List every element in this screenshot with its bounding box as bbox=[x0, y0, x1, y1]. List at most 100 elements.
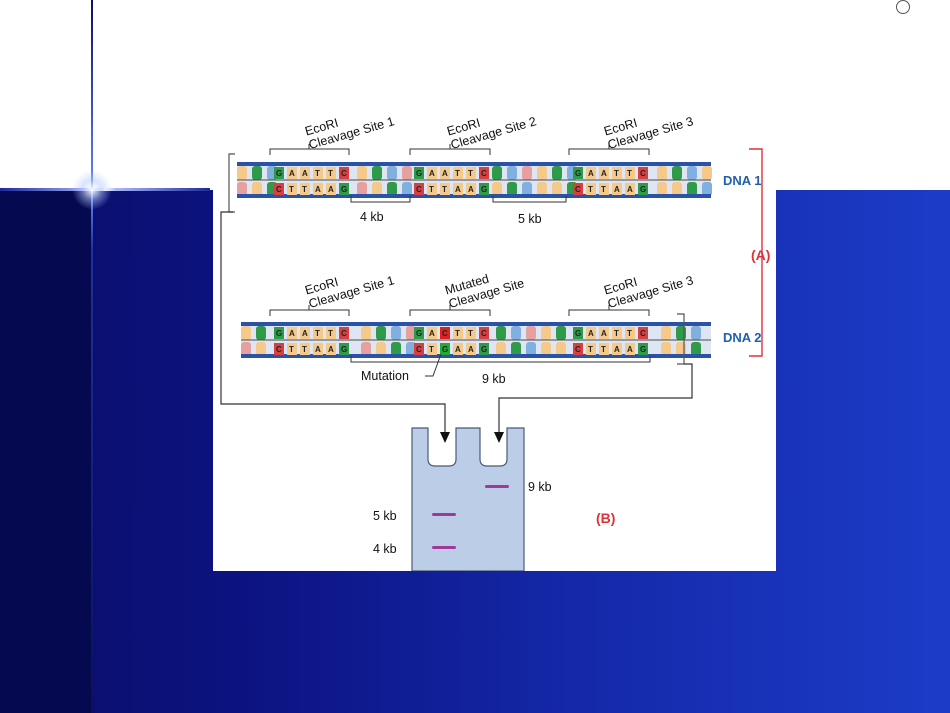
base-letter: C bbox=[416, 185, 422, 194]
base-tile bbox=[274, 167, 284, 179]
dna-segment bbox=[661, 342, 671, 356]
base-letter: G bbox=[276, 169, 282, 178]
dna-segment bbox=[552, 166, 562, 180]
slide-marker-circle bbox=[896, 0, 910, 14]
base-letter: A bbox=[455, 345, 461, 354]
base-tile bbox=[427, 183, 437, 195]
base-letter: G bbox=[416, 329, 422, 338]
gel-label-5kb: 5 kb bbox=[373, 509, 397, 523]
base-tile bbox=[414, 183, 424, 195]
base-tile bbox=[339, 343, 349, 355]
base-tile bbox=[453, 167, 463, 179]
dna-segment bbox=[537, 182, 547, 196]
dna-segment bbox=[511, 326, 521, 340]
base-tile bbox=[287, 183, 297, 195]
dna2-segments bbox=[241, 326, 701, 356]
dna-segment bbox=[387, 182, 397, 196]
base-tile bbox=[427, 167, 437, 179]
dna-segment bbox=[702, 166, 712, 180]
dna-segment bbox=[511, 342, 521, 356]
base-letter: A bbox=[315, 185, 321, 194]
base-tile bbox=[453, 183, 463, 195]
dna-segment bbox=[492, 166, 502, 180]
base-letter: C bbox=[276, 185, 282, 194]
base-tile bbox=[300, 343, 310, 355]
base-letter: T bbox=[429, 185, 434, 194]
part-a-label: (A) bbox=[751, 247, 770, 263]
base-tile bbox=[440, 167, 450, 179]
dna-segment bbox=[372, 182, 382, 196]
base-letter: G bbox=[575, 329, 581, 338]
base-tile bbox=[274, 183, 284, 195]
base-letter: T bbox=[601, 185, 606, 194]
dna1-4kb-label: 4 kb bbox=[360, 210, 384, 224]
dna1-left-bracket bbox=[228, 153, 235, 213]
dna-segment bbox=[406, 326, 416, 340]
base-tile bbox=[466, 327, 476, 339]
dna-segment bbox=[507, 166, 517, 180]
base-tile bbox=[479, 327, 489, 339]
base-tile bbox=[326, 327, 336, 339]
base-tile bbox=[599, 167, 609, 179]
dna-segment bbox=[256, 342, 266, 356]
base-letter: C bbox=[341, 169, 347, 178]
base-letter: C bbox=[481, 169, 487, 178]
dna2-9kb-label: 9 kb bbox=[482, 372, 506, 386]
base-tile bbox=[479, 167, 489, 179]
dna-segment bbox=[687, 166, 697, 180]
base-letter: T bbox=[588, 185, 593, 194]
dna2-to-gel-line bbox=[498, 363, 693, 436]
base-letter: T bbox=[289, 185, 294, 194]
dna-segment bbox=[357, 182, 367, 196]
dna-segment bbox=[376, 342, 386, 356]
base-letter: A bbox=[429, 329, 435, 338]
base-letter: A bbox=[442, 169, 448, 178]
dna-segment bbox=[387, 166, 397, 180]
base-tile bbox=[573, 343, 583, 355]
base-tile bbox=[466, 167, 476, 179]
base-letter: C bbox=[416, 345, 422, 354]
gel-band-4kb bbox=[432, 546, 456, 549]
light-flare-decoration bbox=[72, 170, 112, 210]
base-letter: A bbox=[302, 329, 308, 338]
dna-segment bbox=[492, 182, 502, 196]
base-letter: T bbox=[315, 169, 320, 178]
dna1-segments bbox=[237, 166, 712, 196]
slide-vertical-rule bbox=[91, 0, 93, 713]
base-tile bbox=[440, 343, 450, 355]
base-letter: T bbox=[627, 329, 632, 338]
base-letter: T bbox=[429, 345, 434, 354]
dna-segment bbox=[556, 342, 566, 356]
base-letter: A bbox=[328, 185, 334, 194]
dna-segment bbox=[496, 342, 506, 356]
base-letter: C bbox=[640, 169, 646, 178]
base-letter: G bbox=[481, 345, 487, 354]
gel-band-5kb bbox=[432, 513, 456, 516]
dna2-site2-bracket bbox=[409, 305, 491, 316]
base-letter: G bbox=[276, 329, 282, 338]
base-letter: A bbox=[429, 169, 435, 178]
base-tile bbox=[453, 343, 463, 355]
dna-segment bbox=[372, 166, 382, 180]
base-letter: A bbox=[614, 345, 620, 354]
dna1-5kb-bracket bbox=[492, 196, 567, 203]
dna-segment bbox=[522, 182, 532, 196]
dna-segment bbox=[541, 342, 551, 356]
dna1-to-gel-line bbox=[220, 211, 446, 436]
dna2-site3-label: EcoRI Cleavage Site 3 bbox=[602, 273, 695, 311]
base-tile bbox=[612, 183, 622, 195]
base-tile bbox=[414, 167, 424, 179]
dna-segment bbox=[402, 166, 412, 180]
dna-segment bbox=[691, 326, 701, 340]
base-letter: C bbox=[575, 345, 581, 354]
base-letter: A bbox=[455, 185, 461, 194]
base-letter: G bbox=[575, 169, 581, 178]
base-tile bbox=[326, 167, 336, 179]
gel-label-9kb: 9 kb bbox=[528, 480, 552, 494]
base-tile bbox=[440, 183, 450, 195]
base-letter: A bbox=[468, 185, 474, 194]
dna1-4kb-bracket bbox=[350, 196, 411, 203]
base-tile bbox=[586, 183, 596, 195]
